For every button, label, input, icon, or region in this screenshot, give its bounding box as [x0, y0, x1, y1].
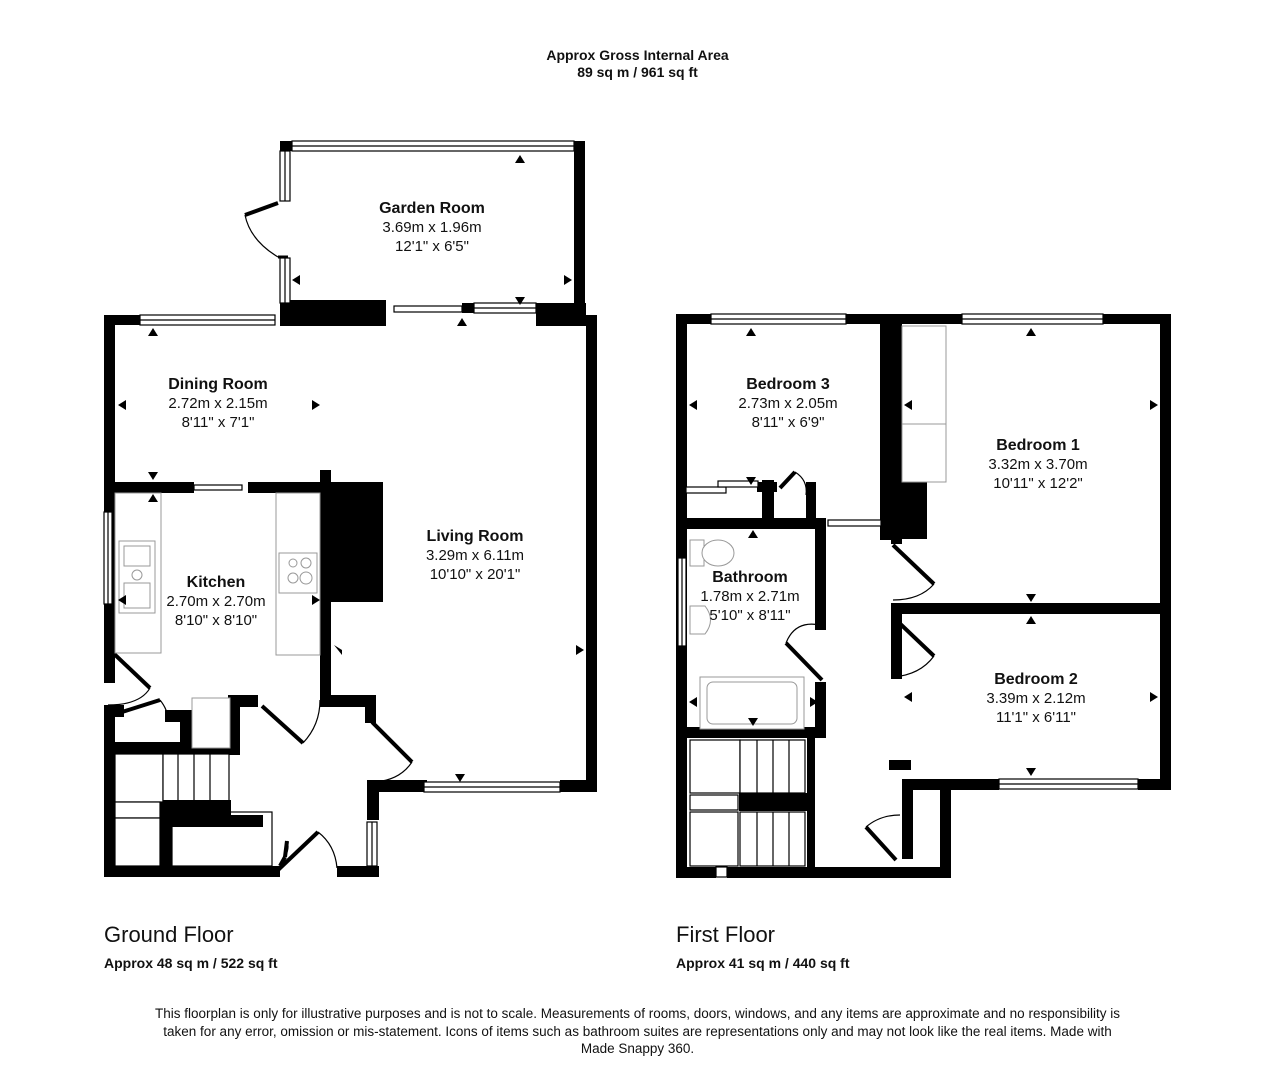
room-metric: 1.78m x 2.71m: [700, 588, 800, 605]
room-name: Bedroom 2: [994, 671, 1078, 688]
room-metric: 2.72m x 2.15m: [168, 395, 268, 412]
ground-floor-doors: [107, 201, 414, 872]
room-name: Garden Room: [379, 200, 485, 217]
room-bedroom-3: Bedroom 3 2.73m x 2.05m 8'11" x 6'9": [738, 375, 837, 432]
room-imperial: 8'11" x 7'1": [181, 414, 255, 431]
first-floor-stairs: [689, 739, 806, 867]
room-kitchen: Kitchen 2.70m x 2.70m 8'10" x 8'10": [166, 573, 265, 630]
room-name: Bathroom: [712, 569, 788, 586]
room-name: Bedroom 3: [746, 376, 830, 393]
room-name: Kitchen: [186, 574, 246, 591]
room-metric: 2.73m x 2.05m: [738, 395, 838, 412]
room-dining-room: Dining Room 2.72m x 2.15m 8'11" x 7'1": [168, 375, 268, 432]
room-living-room: Living Room 3.29m x 6.11m 10'10" x 20'1": [426, 527, 524, 584]
gross-area-header: Approx Gross Internal Area 89 sq m / 961…: [0, 47, 1275, 81]
ground-floor-windows: [103, 140, 575, 867]
room-imperial: 10'11" x 12'2": [993, 475, 1083, 492]
room-garden-room: Garden Room 3.69m x 1.96m 12'1" x 6'5": [379, 199, 485, 256]
room-metric: 2.70m x 2.70m: [166, 593, 266, 610]
room-metric: 3.39m x 2.12m: [986, 690, 1086, 707]
room-imperial: 11'1" x 6'11": [995, 709, 1077, 726]
room-bedroom-1: Bedroom 1 3.32m x 3.70m 10'11" x 12'2": [988, 436, 1087, 493]
first-floor-doors: [778, 470, 936, 862]
disclaimer-text: This floorplan is only for illustrative …: [155, 1006, 1120, 1056]
room-metric: 3.32m x 3.70m: [988, 456, 1088, 473]
gross-area-title: Approx Gross Internal Area: [546, 47, 729, 63]
ground-floor-label: Ground Floor: [104, 922, 234, 947]
gross-area-value: 89 sq m / 961 sq ft: [577, 64, 698, 80]
ground-floor-area: Approx 48 sq m / 522 sq ft: [104, 955, 278, 971]
first-floor-windows: [677, 313, 1139, 878]
room-name: Bedroom 1: [996, 437, 1080, 454]
first-floor-label: First Floor: [676, 922, 775, 947]
room-metric: 3.29m x 6.11m: [425, 547, 525, 564]
kitchen-fixtures: [114, 492, 321, 749]
room-imperial: 8'11" x 6'9": [751, 414, 825, 431]
room-name: Dining Room: [168, 376, 268, 393]
room-bedroom-2: Bedroom 2 3.39m x 2.12m 11'1" x 6'11": [986, 670, 1085, 727]
room-bathroom: Bathroom 1.78m x 2.71m 5'10" x 8'11": [700, 568, 799, 625]
room-name: Living Room: [426, 528, 524, 545]
dimension-markers: [118, 155, 1158, 782]
room-imperial: 5'10" x 8'11": [709, 607, 791, 624]
room-imperial: 10'10" x 20'1": [429, 566, 521, 583]
room-imperial: 12'1" x 6'5": [395, 238, 469, 255]
room-imperial: 8'10" x 8'10": [174, 612, 258, 629]
first-floor-area: Approx 41 sq m / 440 sq ft: [676, 955, 850, 971]
room-metric: 3.69m x 1.96m: [382, 219, 482, 236]
